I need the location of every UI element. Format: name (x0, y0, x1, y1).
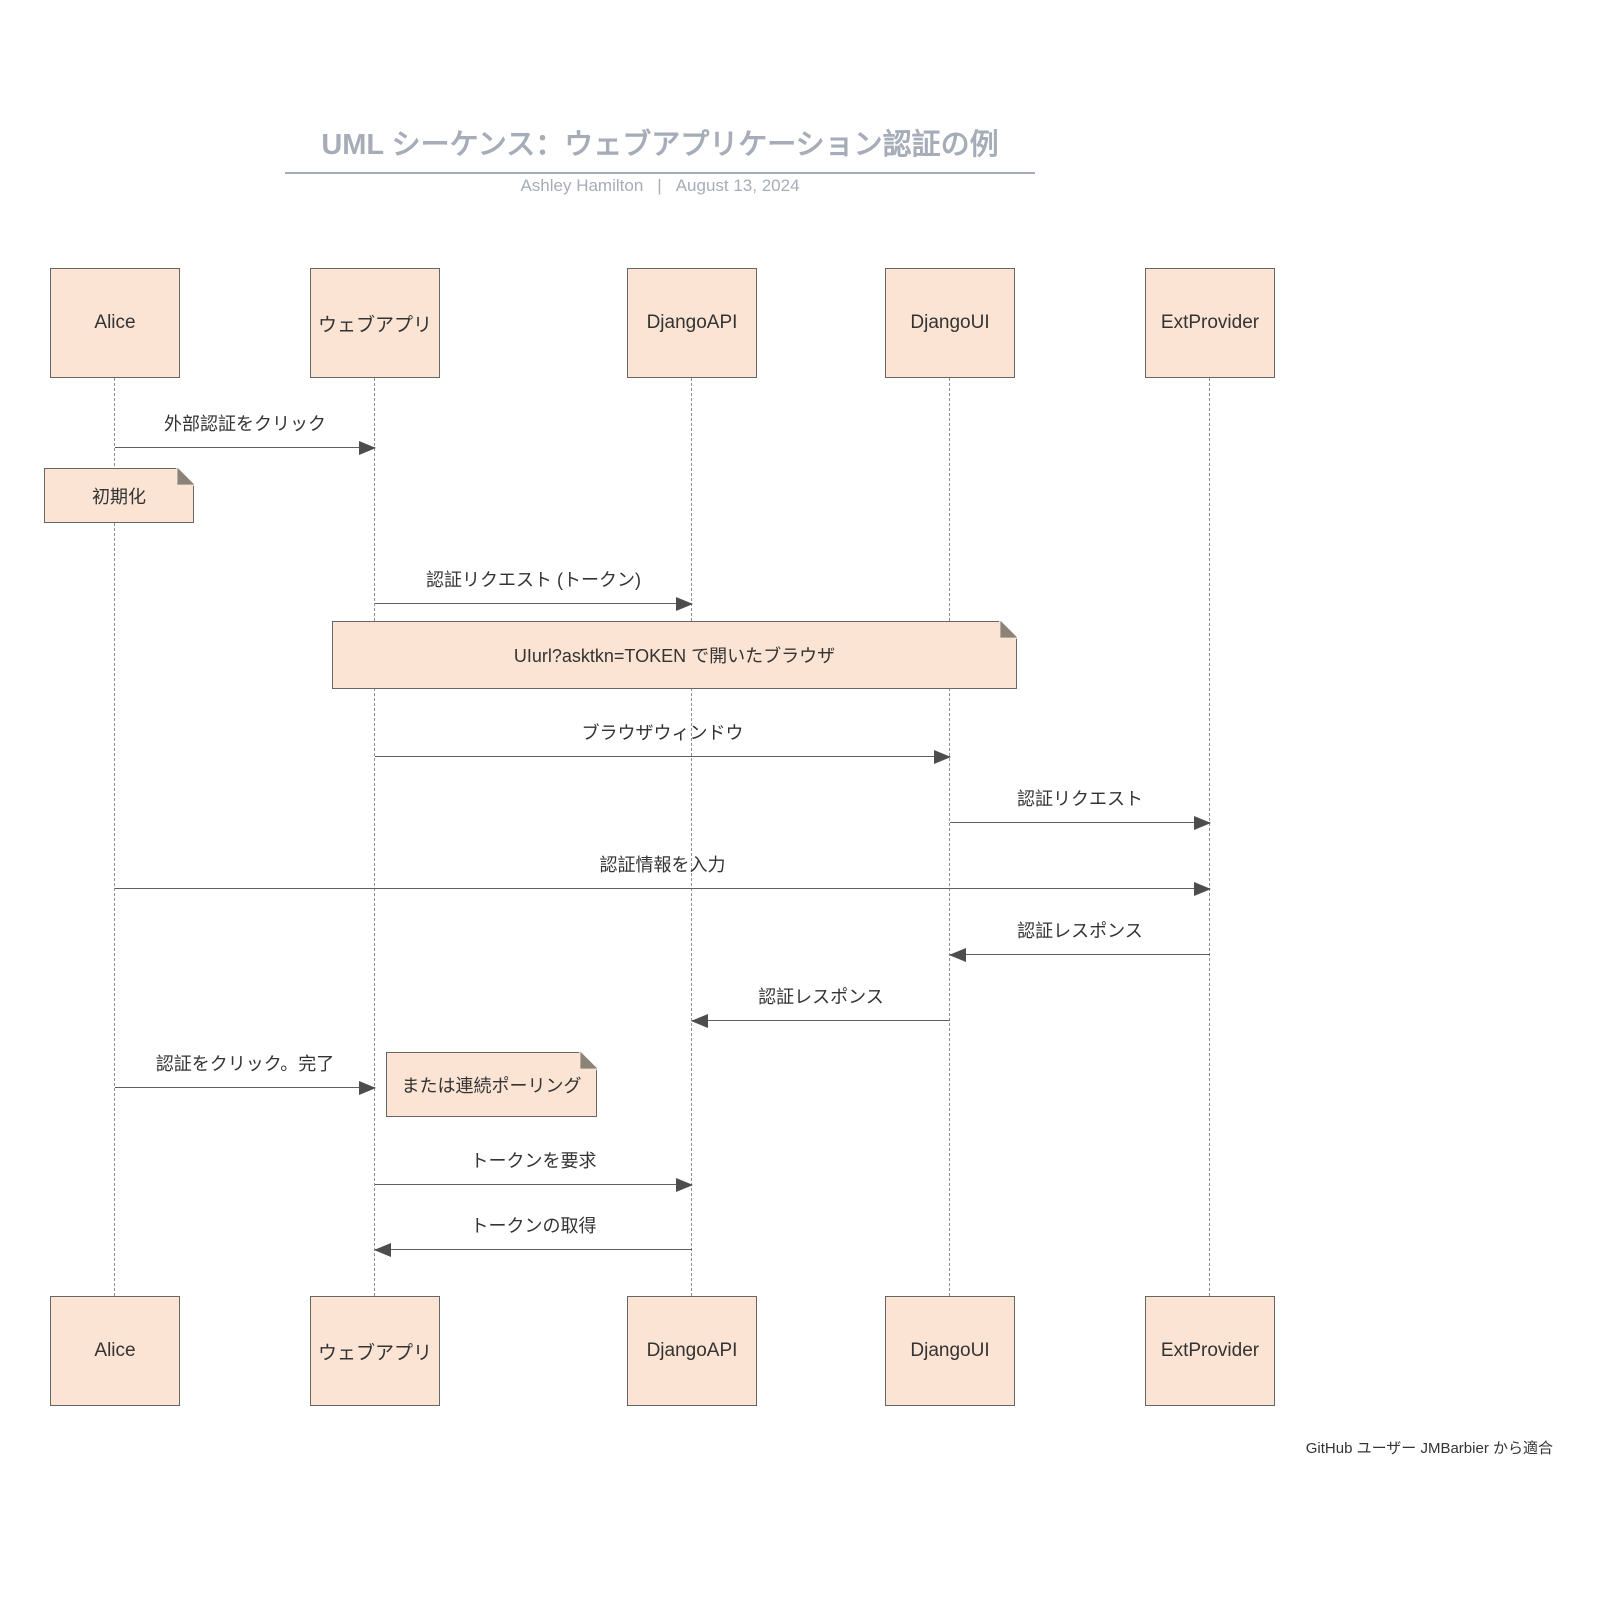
actor-label: DjangoUI (910, 312, 990, 333)
arrowhead-icon (374, 1242, 391, 1257)
message-label: 認証リクエスト (1017, 789, 1143, 809)
diagram-title: UML シーケンス：ウェブアプリケーション認証の例 (285, 121, 1035, 174)
message-click-external-auth: 外部認証をクリック (115, 407, 376, 455)
actor-webapp-bottom: ウェブアプリ (310, 1296, 440, 1406)
arrowhead-icon (1194, 881, 1211, 896)
message-click-auth-done: 認証をクリック。完了 (115, 1047, 376, 1095)
message-auth-request-token: 認証リクエスト (トークン) (375, 563, 693, 611)
diagram-date: August 13, 2024 (675, 176, 800, 195)
message-label: 認証をクリック。完了 (155, 1054, 335, 1074)
message-label: 認証レスポンス (1017, 921, 1143, 941)
arrowhead-icon (676, 1177, 693, 1192)
diagram-subtitle: Ashley Hamilton | August 13, 2024 (285, 176, 1035, 196)
subtitle-divider: | (657, 176, 662, 195)
message-label: トークンを要求 (470, 1151, 597, 1171)
message-get-token: トークンの取得 (374, 1209, 692, 1257)
actor-alice-bottom: Alice (50, 1296, 180, 1406)
message-label: ブラウザウィンドウ (581, 723, 744, 743)
lifeline-webapp (374, 378, 375, 1296)
arrowhead-icon (934, 749, 951, 764)
actor-label: Alice (94, 312, 136, 333)
arrowhead-icon (949, 947, 966, 962)
lifeline-alice (114, 378, 115, 1296)
actor-label: ウェブアプリ (317, 314, 432, 336)
actor-alice-top: Alice (50, 268, 180, 378)
message-line (115, 888, 1210, 889)
message-line (375, 756, 950, 757)
message-label: 認証リクエスト (トークン) (426, 570, 641, 590)
message-auth-response-1: 認証レスポンス (949, 914, 1210, 962)
message-label: 外部認証をクリック (164, 414, 326, 434)
message-enter-credentials: 認証情報を入力 (115, 848, 1211, 896)
actor-extprovider-bottom: ExtProvider (1145, 1296, 1275, 1406)
message-line (115, 1087, 375, 1088)
arrowhead-icon (691, 1013, 708, 1028)
message-line (375, 1249, 692, 1250)
arrowhead-icon (676, 596, 693, 611)
note-initialization: 初期化 (44, 467, 195, 523)
message-label: トークンの取得 (470, 1216, 597, 1236)
actor-label: DjangoAPI (646, 1340, 738, 1361)
actor-extprovider-top: ExtProvider (1145, 268, 1275, 378)
credit-text: GitHub ユーザー JMBarbier から適合 (1305, 1440, 1553, 1457)
actor-label: DjangoAPI (646, 312, 738, 333)
lifeline-extprovider (1209, 378, 1210, 1296)
note-label: UIurl?asktkn=TOKEN で開いたブラウザ (513, 646, 836, 666)
actor-djangoui-top: DjangoUI (885, 268, 1015, 378)
message-line (115, 447, 375, 448)
message-label: 認証レスポンス (758, 987, 884, 1007)
actor-label: ExtProvider (1160, 312, 1260, 333)
message-request-token: トークンを要求 (375, 1144, 693, 1192)
message-auth-request: 認証リクエスト (950, 782, 1211, 830)
message-label: 認証情報を入力 (599, 855, 726, 875)
note-label: 初期化 (92, 486, 146, 507)
message-auth-response-2: 認証レスポンス (691, 980, 950, 1028)
note-label: または連続ポーリング (401, 1075, 582, 1096)
actor-djangoapi-bottom: DjangoAPI (627, 1296, 757, 1406)
lifeline-djangoui (949, 378, 950, 1296)
actor-djangoui-bottom: DjangoUI (885, 1296, 1015, 1406)
message-line (950, 954, 1210, 955)
message-line (692, 1020, 950, 1021)
message-line (950, 822, 1210, 823)
arrowhead-icon (1194, 815, 1211, 830)
note-browser-opened-url: UIurl?asktkn=TOKEN で開いたブラウザ (332, 620, 1018, 689)
actor-label: ウェブアプリ (317, 1342, 432, 1364)
actor-label: Alice (94, 1340, 136, 1361)
actor-webapp-top: ウェブアプリ (310, 268, 440, 378)
message-line (375, 603, 692, 604)
actor-djangoapi-top: DjangoAPI (627, 268, 757, 378)
message-browser-window: ブラウザウィンドウ (375, 716, 951, 764)
note-continuous-polling: または連続ポーリング (386, 1051, 598, 1117)
diagram-author: Ashley Hamilton (520, 176, 644, 195)
actor-label: ExtProvider (1160, 1340, 1260, 1361)
lifeline-djangoapi (691, 378, 692, 1296)
arrowhead-icon (359, 440, 376, 455)
actor-label: DjangoUI (910, 1340, 990, 1361)
arrowhead-icon (359, 1080, 376, 1095)
message-line (375, 1184, 692, 1185)
